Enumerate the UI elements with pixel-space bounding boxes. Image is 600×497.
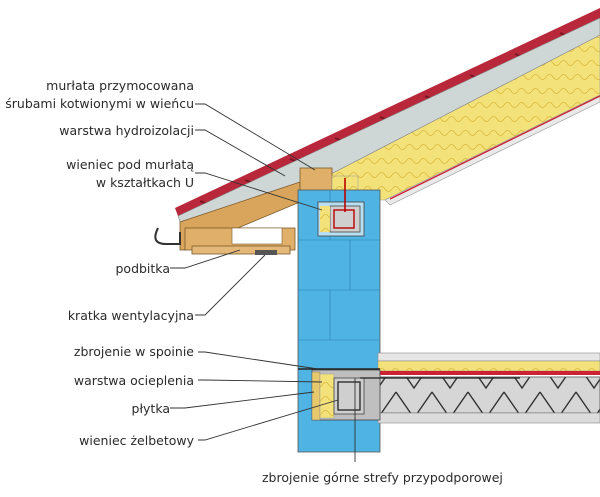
floor-ring-beam: [333, 377, 365, 415]
floor-plate-tile: [311, 371, 321, 421]
leader-podbitka: [170, 249, 241, 269]
floor-red-layer: [378, 371, 600, 375]
label-podbitka: podbitka: [115, 261, 170, 276]
roof-membrane: [177, 17, 600, 223]
label-murlata-line2: śrubami kotwionymi w wieńcu: [5, 96, 194, 111]
leader-zbrojenie-spoina: [198, 351, 319, 370]
floor-finish: [377, 352, 600, 362]
wall-plate: [299, 167, 333, 193]
floor-beam-rebar: [337, 381, 361, 411]
leader-ocieplenie: [198, 379, 323, 383]
floor-ceiling: [377, 412, 600, 424]
label-zbrojenie-gorne: zbrojenie górne strefy przypodporowej: [262, 470, 503, 485]
vent-grille: [255, 250, 277, 255]
roof-tiles: [175, 8, 600, 216]
eave-void: [231, 227, 283, 245]
leader-wieniec-pod: [195, 172, 323, 211]
floor-slab: [377, 376, 600, 414]
leader-plytka: [170, 391, 315, 409]
label-murlata-line1: murłata przymocowana: [46, 78, 194, 93]
leader-kratka: [195, 254, 266, 316]
label-wieniec-pod-line2: w kształtkach U: [95, 175, 194, 190]
label-plytka: płytka: [131, 401, 170, 416]
leader-wieniec-zelbetowy: [198, 399, 339, 441]
leader-hydroizolacja: [195, 129, 286, 177]
soffit: [191, 245, 291, 255]
floor-insulation: [377, 360, 600, 372]
gutter: [154, 227, 181, 245]
top-beam-insulation: [320, 206, 330, 232]
label-kratka: kratka wentylacyjna: [67, 308, 194, 323]
top-beam-rebar: [333, 209, 355, 229]
label-zbrojenie-spoina: zbrojenie w spoinie: [73, 344, 194, 359]
label-hydroizolacja: warstwa hydroizolacji: [59, 123, 194, 138]
label-ocieplenie: warstwa ocieplenia: [73, 373, 194, 388]
label-wieniec-pod-line1: wieniec pod murłatą: [66, 157, 194, 172]
floor-ocieplenie: [319, 373, 335, 419]
leader-murlata: [195, 103, 316, 171]
label-wieniec-zelbetowy: wieniec żelbetowy: [79, 433, 194, 448]
leader-lines: [170, 103, 356, 462]
roof-inner-red-line: [389, 95, 600, 200]
